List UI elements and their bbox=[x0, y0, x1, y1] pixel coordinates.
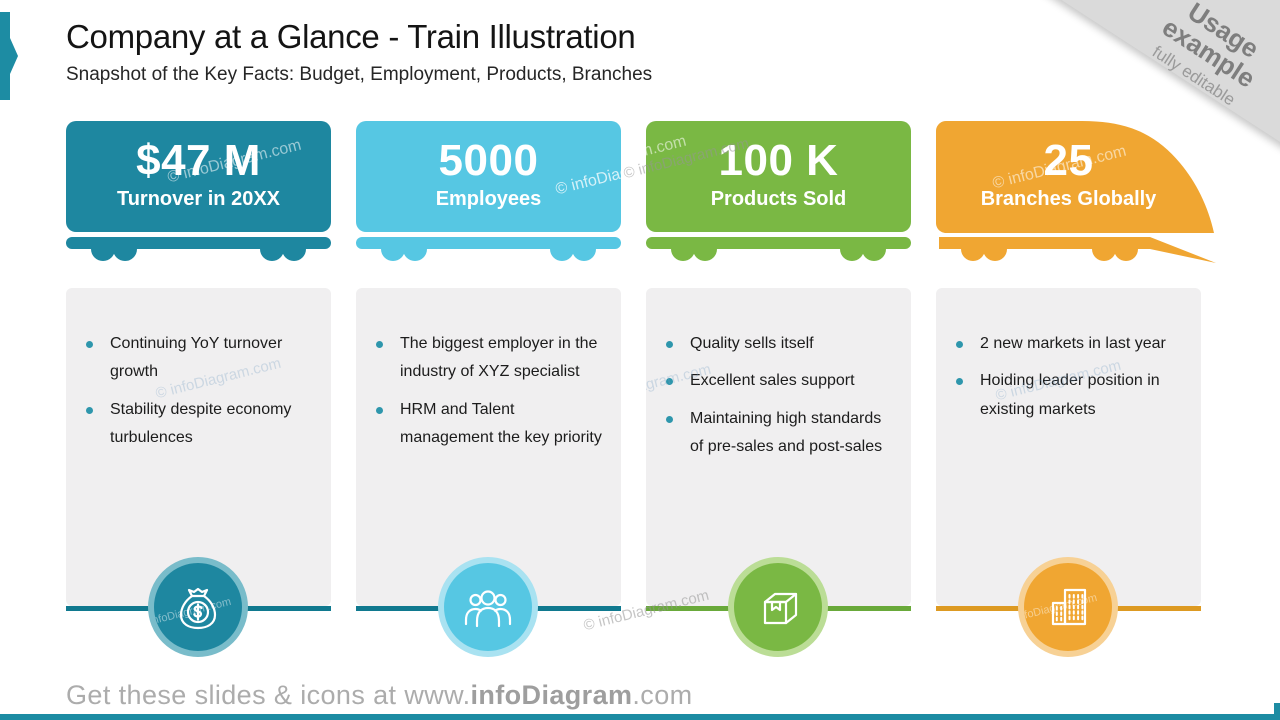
kpi-value: 5000 bbox=[438, 136, 539, 186]
kpi-details-panel: © infoDiagram.com 2 new markets in last … bbox=[936, 288, 1201, 606]
train-wheels bbox=[939, 237, 1216, 263]
kpi-card-branches: © infoDiagram.com 25 Branches Globally ©… bbox=[936, 121, 1216, 666]
kpi-header: © infoDiagram.com 5000 Employees bbox=[356, 121, 621, 232]
icon-circle bbox=[728, 557, 828, 657]
bullet-item: Continuing YoY turnover growth bbox=[86, 330, 315, 387]
footer-prefix: Get these slides & icons at www. bbox=[66, 680, 471, 710]
kpi-details-panel: © infoDiagram.com Continuing YoY turnove… bbox=[66, 288, 331, 606]
footer-credit: Get these slides & icons at www.infoDiag… bbox=[66, 680, 693, 711]
train-wheels bbox=[66, 237, 331, 261]
icon-circle: © infoDiagram.com bbox=[148, 557, 248, 657]
bullet-item: Maintaining high standards of pre-sales … bbox=[666, 405, 895, 462]
kpi-label: Employees bbox=[435, 187, 542, 210]
kpi-header-text: 100 K Products Sold bbox=[646, 121, 911, 232]
icon-circle bbox=[438, 557, 538, 657]
kpi-header-text: 25 Branches Globally bbox=[936, 121, 1201, 232]
kpi-card-turnover: © infoDiagram.com $47 M Turnover in 20XX… bbox=[66, 121, 346, 666]
train-nose-shape bbox=[936, 121, 1214, 233]
kpi-label: Turnover in 20XX bbox=[116, 187, 280, 210]
bottom-right-accent bbox=[1274, 703, 1280, 720]
kpi-header: © infoDiagram.com $47 M Turnover in 20XX bbox=[66, 121, 331, 232]
page-subtitle: Snapshot of the Key Facts: Budget, Emplo… bbox=[66, 64, 653, 85]
bullet-item: Excellent sales support bbox=[666, 367, 895, 395]
kpi-card-employees: © infoDiagram.com 5000 Employees The big… bbox=[356, 121, 636, 666]
kpi-label: Products Sold bbox=[710, 187, 847, 210]
box-icon bbox=[763, 592, 798, 625]
kpi-details-panel: The biggest employer in the industry of … bbox=[356, 288, 621, 606]
kpi-value: 100 K bbox=[718, 136, 839, 186]
kpi-header: © infoDiagram.com 100 K Products Sold bbox=[646, 121, 911, 232]
slide-accent-chevron bbox=[0, 12, 18, 100]
footer-suffix: .com bbox=[632, 680, 693, 710]
bullet-item: Hoiding leader position in existing mark… bbox=[956, 367, 1185, 424]
kpi-header-train-nose: © infoDiagram.com 25 Branches Globally bbox=[936, 121, 1216, 233]
kpi-label: Branches Globally bbox=[980, 187, 1157, 210]
kpi-value: $47 M bbox=[136, 136, 261, 186]
bullet-item: The biggest employer in the industry of … bbox=[376, 330, 605, 387]
kpi-value: 25 bbox=[1043, 136, 1094, 186]
bullet-item: Stability despite economy turbulences bbox=[86, 396, 315, 453]
bullet-list: The biggest employer in the industry of … bbox=[356, 288, 621, 453]
icon-circle: © infoDiagram.com bbox=[1018, 557, 1118, 657]
footer-brand: infoDiagram bbox=[470, 680, 633, 710]
page-title: Company at a Glance - Train Illustration bbox=[66, 18, 636, 55]
kpi-header-text: $47 M Turnover in 20XX bbox=[66, 121, 331, 232]
bullet-item: Quality sells itself bbox=[666, 330, 895, 358]
kpi-details-panel: © infoDiagram.com Quality sells itselfEx… bbox=[646, 288, 911, 606]
kpi-header-text: 5000 Employees bbox=[356, 121, 621, 232]
buildings-icon bbox=[1051, 588, 1087, 626]
bullet-item: HRM and Talent management the key priori… bbox=[376, 396, 605, 453]
kpi-card-products: © infoDiagram.com 100 K Products Sold © … bbox=[646, 121, 926, 666]
bottom-accent-bar bbox=[0, 714, 1280, 720]
money-bag-icon bbox=[179, 587, 217, 630]
bullet-item: 2 new markets in last year bbox=[956, 330, 1185, 358]
train-wheels bbox=[356, 237, 621, 261]
people-icon bbox=[464, 590, 512, 628]
train-wheels bbox=[646, 237, 911, 261]
